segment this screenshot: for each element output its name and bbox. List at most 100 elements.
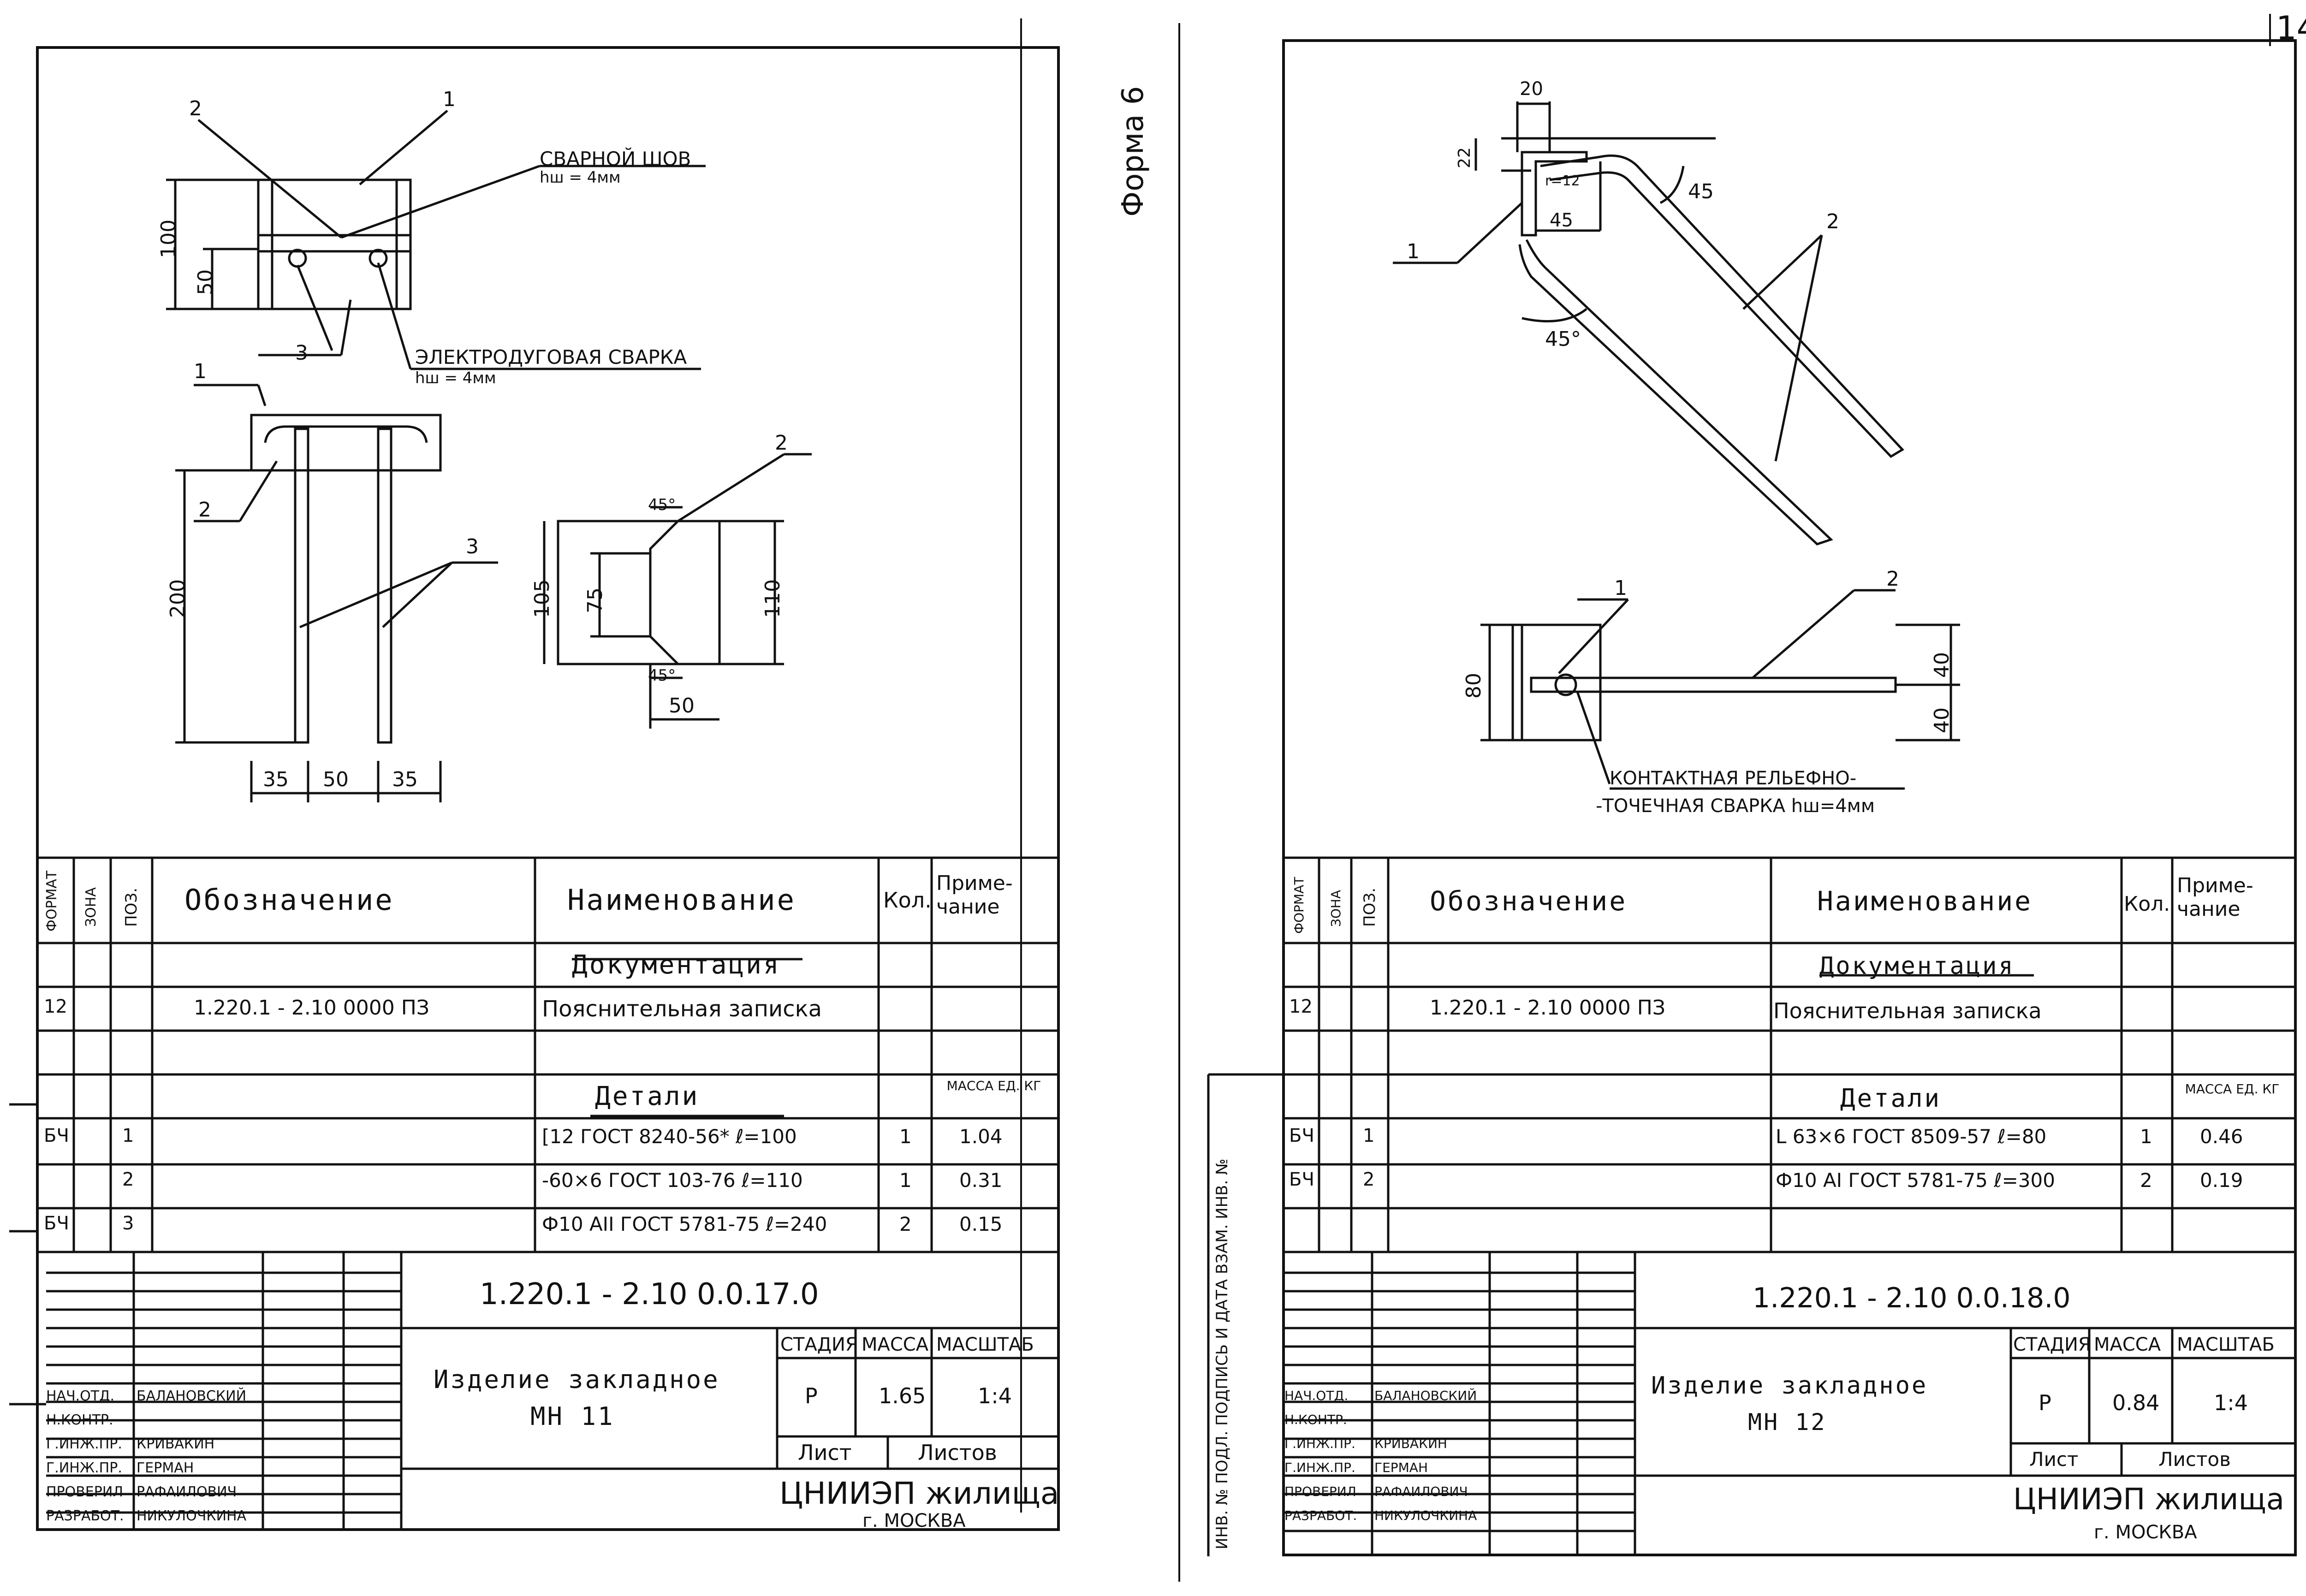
spec-row-name: L 63×6 ГОСТ 8509-57 ℓ=80 xyxy=(1776,1125,2047,1148)
spec-row-pos: 3 xyxy=(122,1213,134,1234)
tb-person: КРИВАКИН xyxy=(1374,1436,1447,1451)
r-dim-45b: 45 xyxy=(1688,180,1714,203)
left-tb-stage: Р xyxy=(805,1383,818,1408)
angle-part-1 xyxy=(1521,151,1588,237)
tb-role: Г.ИНЖ.ПР. xyxy=(1284,1460,1355,1475)
spec-row-qty: 2 xyxy=(899,1213,912,1235)
left-section-docs: Документация xyxy=(572,950,781,980)
right-h-note: Приме-чание xyxy=(2177,874,2253,921)
left-tb-city: г. МОСКВА xyxy=(862,1510,966,1531)
right-doc-format: 12 xyxy=(1289,996,1313,1017)
callout-3: 3 xyxy=(295,341,308,365)
callout-2: 2 xyxy=(189,97,202,120)
contact-weld-label2: -ТОЧЕЧНАЯ СВАРКА hш=4мм xyxy=(1596,795,1875,817)
spec-row-mass: 1.04 xyxy=(959,1125,1003,1148)
spec-row-mass: 0.19 xyxy=(2200,1169,2243,1192)
tb-person: БАЛАНОВСКИЙ xyxy=(137,1388,247,1404)
right-mass-header: МАССА ЕД. КГ xyxy=(2185,1081,2280,1097)
r-dim-45a: 45 xyxy=(1550,210,1573,231)
tb-role: Г.ИНЖ.ПР. xyxy=(46,1436,122,1452)
dim-50c: 50 xyxy=(669,694,695,718)
right-tb-scale-h: МАСШТАБ xyxy=(2177,1334,2275,1355)
spec-row-pos: 2 xyxy=(122,1169,134,1190)
r-callout-2: 2 xyxy=(1826,210,1839,233)
dim-50b: 50 xyxy=(323,768,349,791)
right-h-format: ФОРМАТ xyxy=(1291,877,1307,934)
right-tb-code: 1.220.1 - 2.10 0.0.18.0 xyxy=(1753,1282,2071,1314)
right-tb-city: г. МОСКВА xyxy=(2094,1522,2197,1543)
spec-row-qty: 1 xyxy=(2140,1125,2152,1148)
callout-1: 1 xyxy=(443,88,456,111)
r-dim-45deg: 45° xyxy=(1545,327,1581,351)
spec-row-format: БЧ xyxy=(1289,1125,1314,1146)
r-callout-2b: 2 xyxy=(1886,567,1899,591)
left-h-name: Наименование xyxy=(567,883,796,917)
rod-right xyxy=(377,427,392,744)
right-tb-sheets-h: Листов xyxy=(2158,1448,2231,1471)
spec-row-format: БЧ xyxy=(1289,1169,1314,1190)
spec-row-pos: 1 xyxy=(122,1125,134,1146)
center-gutter-line xyxy=(1178,23,1180,1582)
left-tb-code: 1.220.1 - 2.10 0.0.17.0 xyxy=(480,1277,819,1311)
left-h-designation: Обозначение xyxy=(184,883,394,917)
rod-lower xyxy=(1518,239,1833,546)
right-section-parts: Детали xyxy=(1840,1084,1942,1113)
left-tb-stage-h: СТАДИЯ xyxy=(780,1334,858,1355)
right-h-qty: Кол. xyxy=(2124,892,2170,916)
left-doc-format: 12 xyxy=(44,996,67,1017)
right-tb-stage: Р xyxy=(2039,1390,2051,1415)
spec-row-qty: 1 xyxy=(899,1169,912,1192)
left-tb-scale: 1:4 xyxy=(978,1383,1012,1408)
tb-person: РАФАИЛОВИЧ xyxy=(1374,1484,1468,1499)
right-tb-stage-h: СТАДИЯ xyxy=(2013,1334,2091,1355)
tb-person: НИКУЛОЧКИНА xyxy=(137,1508,247,1524)
spec-row-qty: 2 xyxy=(2140,1169,2152,1192)
arc-weld-h: hш = 4мм xyxy=(415,369,496,387)
tb-role: Г.ИНЖ.ПР. xyxy=(46,1460,122,1476)
right-tb-scale: 1:4 xyxy=(2214,1390,2248,1415)
tb-person: ГЕРМАН xyxy=(1374,1460,1428,1475)
left-tb-sheets-h: Листов xyxy=(918,1440,997,1465)
r-callout-1b: 1 xyxy=(1614,576,1627,600)
left-h-note: Приме-чание xyxy=(936,872,1013,919)
left-tb-title2: МН 11 xyxy=(530,1402,615,1431)
tb-role: НАЧ.ОТД. xyxy=(46,1388,115,1404)
left-section-parts: Детали xyxy=(595,1081,700,1111)
right-doc-name: Пояснительная записка xyxy=(1773,998,2042,1023)
right-h-zone: ЗОНА xyxy=(1328,890,1343,927)
right-sheet xyxy=(1282,39,2297,1556)
tb-role: Н.КОНТР. xyxy=(46,1412,113,1428)
spec-row-pos: 2 xyxy=(1363,1169,1375,1190)
dim-45b: 45° xyxy=(648,666,676,685)
spec-row-name: -60×6 ГОСТ 103-76 ℓ=110 xyxy=(542,1169,803,1192)
spec-row-format: БЧ xyxy=(44,1125,69,1146)
tb-role: Н.КОНТР. xyxy=(1284,1412,1347,1427)
right-section-docs: Документация xyxy=(1819,952,2015,980)
right-tb-title2: МН 12 xyxy=(1748,1409,1827,1436)
right-tb-org: ЦНИИЭП жилища xyxy=(2013,1483,2284,1517)
tb-person: КРИВАКИН xyxy=(137,1436,215,1452)
callout-3b: 3 xyxy=(466,535,479,558)
tb-role: ПРОВЕРИЛ xyxy=(46,1484,123,1500)
spec-row-pos: 1 xyxy=(1363,1125,1375,1146)
left-doc-name: Пояснительная записка xyxy=(542,996,822,1022)
left-doc-designation: 1.220.1 - 2.10 0000 ПЗ xyxy=(194,996,430,1020)
left-tb-org: ЦНИИЭП жилища xyxy=(779,1476,1059,1511)
spec-row-mass: 0.46 xyxy=(2200,1125,2243,1148)
weld-seam-label: СВАРНОЙ ШОВ xyxy=(540,148,691,170)
tb-role: Г.ИНЖ.ПР. xyxy=(1284,1436,1355,1451)
rod-upper xyxy=(1540,154,1904,458)
tb-role: ПРОВЕРИЛ xyxy=(1284,1484,1356,1499)
spec-row-name: Ф10 AII ГОСТ 5781-75 ℓ=240 xyxy=(542,1213,827,1235)
tb-role: РАЗРАБОТ. xyxy=(1284,1508,1357,1523)
tb-role: РАЗРАБОТ. xyxy=(46,1508,124,1524)
left-mass-header: МАССА ЕД. КГ xyxy=(946,1078,1041,1093)
weld-seam-h: hш = 4мм xyxy=(540,168,621,187)
spec-row-mass: 0.15 xyxy=(959,1213,1003,1235)
angle-plan-view xyxy=(1511,623,1602,742)
right-tb-mass-h: МАССА xyxy=(2094,1334,2161,1355)
arc-weld-label: ЭЛЕКТРОДУГОВАЯ СВАРКА xyxy=(415,346,687,368)
